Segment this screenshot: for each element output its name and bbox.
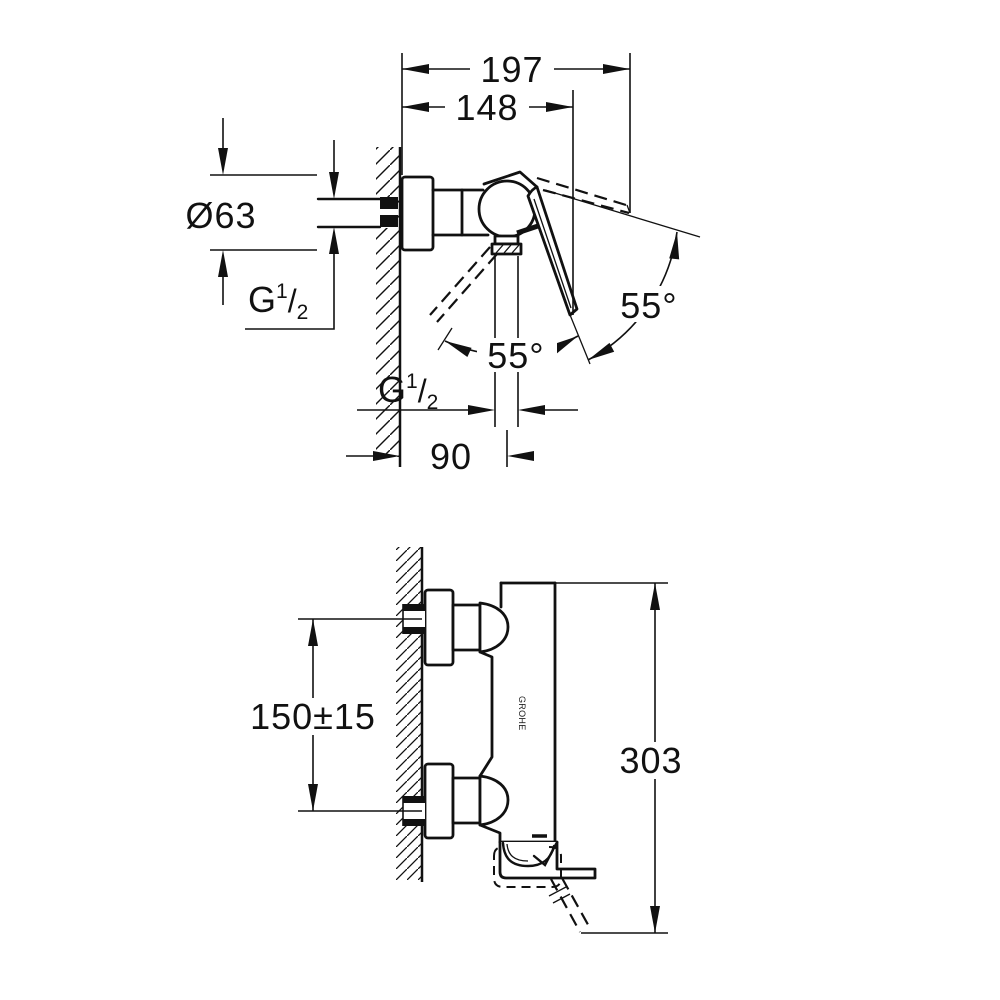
outlet-connection-top — [490, 234, 523, 256]
wall-escutcheon — [400, 175, 435, 252]
outlet-connection-side — [493, 834, 597, 933]
brand-logo: GROHE — [517, 696, 527, 731]
upper-wall-union — [402, 588, 510, 667]
solid-handle-axis-line — [565, 304, 591, 365]
handle-closed-position-dashed — [429, 246, 498, 351]
dimension-flange-diameter — [210, 118, 317, 305]
label-outlet-distance: 90 — [430, 436, 472, 477]
handle-base-shadow — [516, 223, 539, 236]
dimension-90 — [346, 430, 534, 467]
dimension-inlet-thread — [245, 140, 339, 330]
label-handle-depth: 148 — [455, 87, 518, 128]
lever-handle — [482, 170, 579, 317]
label-swing-angle-upper: 55° — [620, 285, 677, 326]
side-view: GROHE — [248, 547, 686, 934]
inlet-thread-section — [380, 197, 398, 209]
open-handle-axis-line — [544, 189, 701, 238]
mixer-body-top — [431, 188, 490, 237]
inlet-pipe — [316, 197, 398, 229]
label-connection-spacing: 150±15 — [250, 696, 376, 737]
label-swing-angle-lower: 55° — [487, 335, 544, 376]
label-overall-depth: 197 — [480, 49, 543, 90]
label-inlet-thread: G1/2 — [248, 279, 308, 324]
top-view: 197 148 Ø63 G1/2 55° 55° G1/2 90 — [185, 49, 701, 477]
wall-hatch-side-view — [396, 547, 422, 880]
hand-shower-holder-dashed — [493, 846, 562, 888]
closed-handle-axis-line — [437, 327, 453, 351]
label-outlet-thread: G1/2 — [378, 369, 438, 414]
handle-open-position-dashed — [536, 176, 631, 215]
label-overall-height: 303 — [619, 740, 682, 781]
shower-hose-dashed — [548, 877, 592, 933]
label-escutcheon-diameter: Ø63 — [185, 195, 256, 236]
